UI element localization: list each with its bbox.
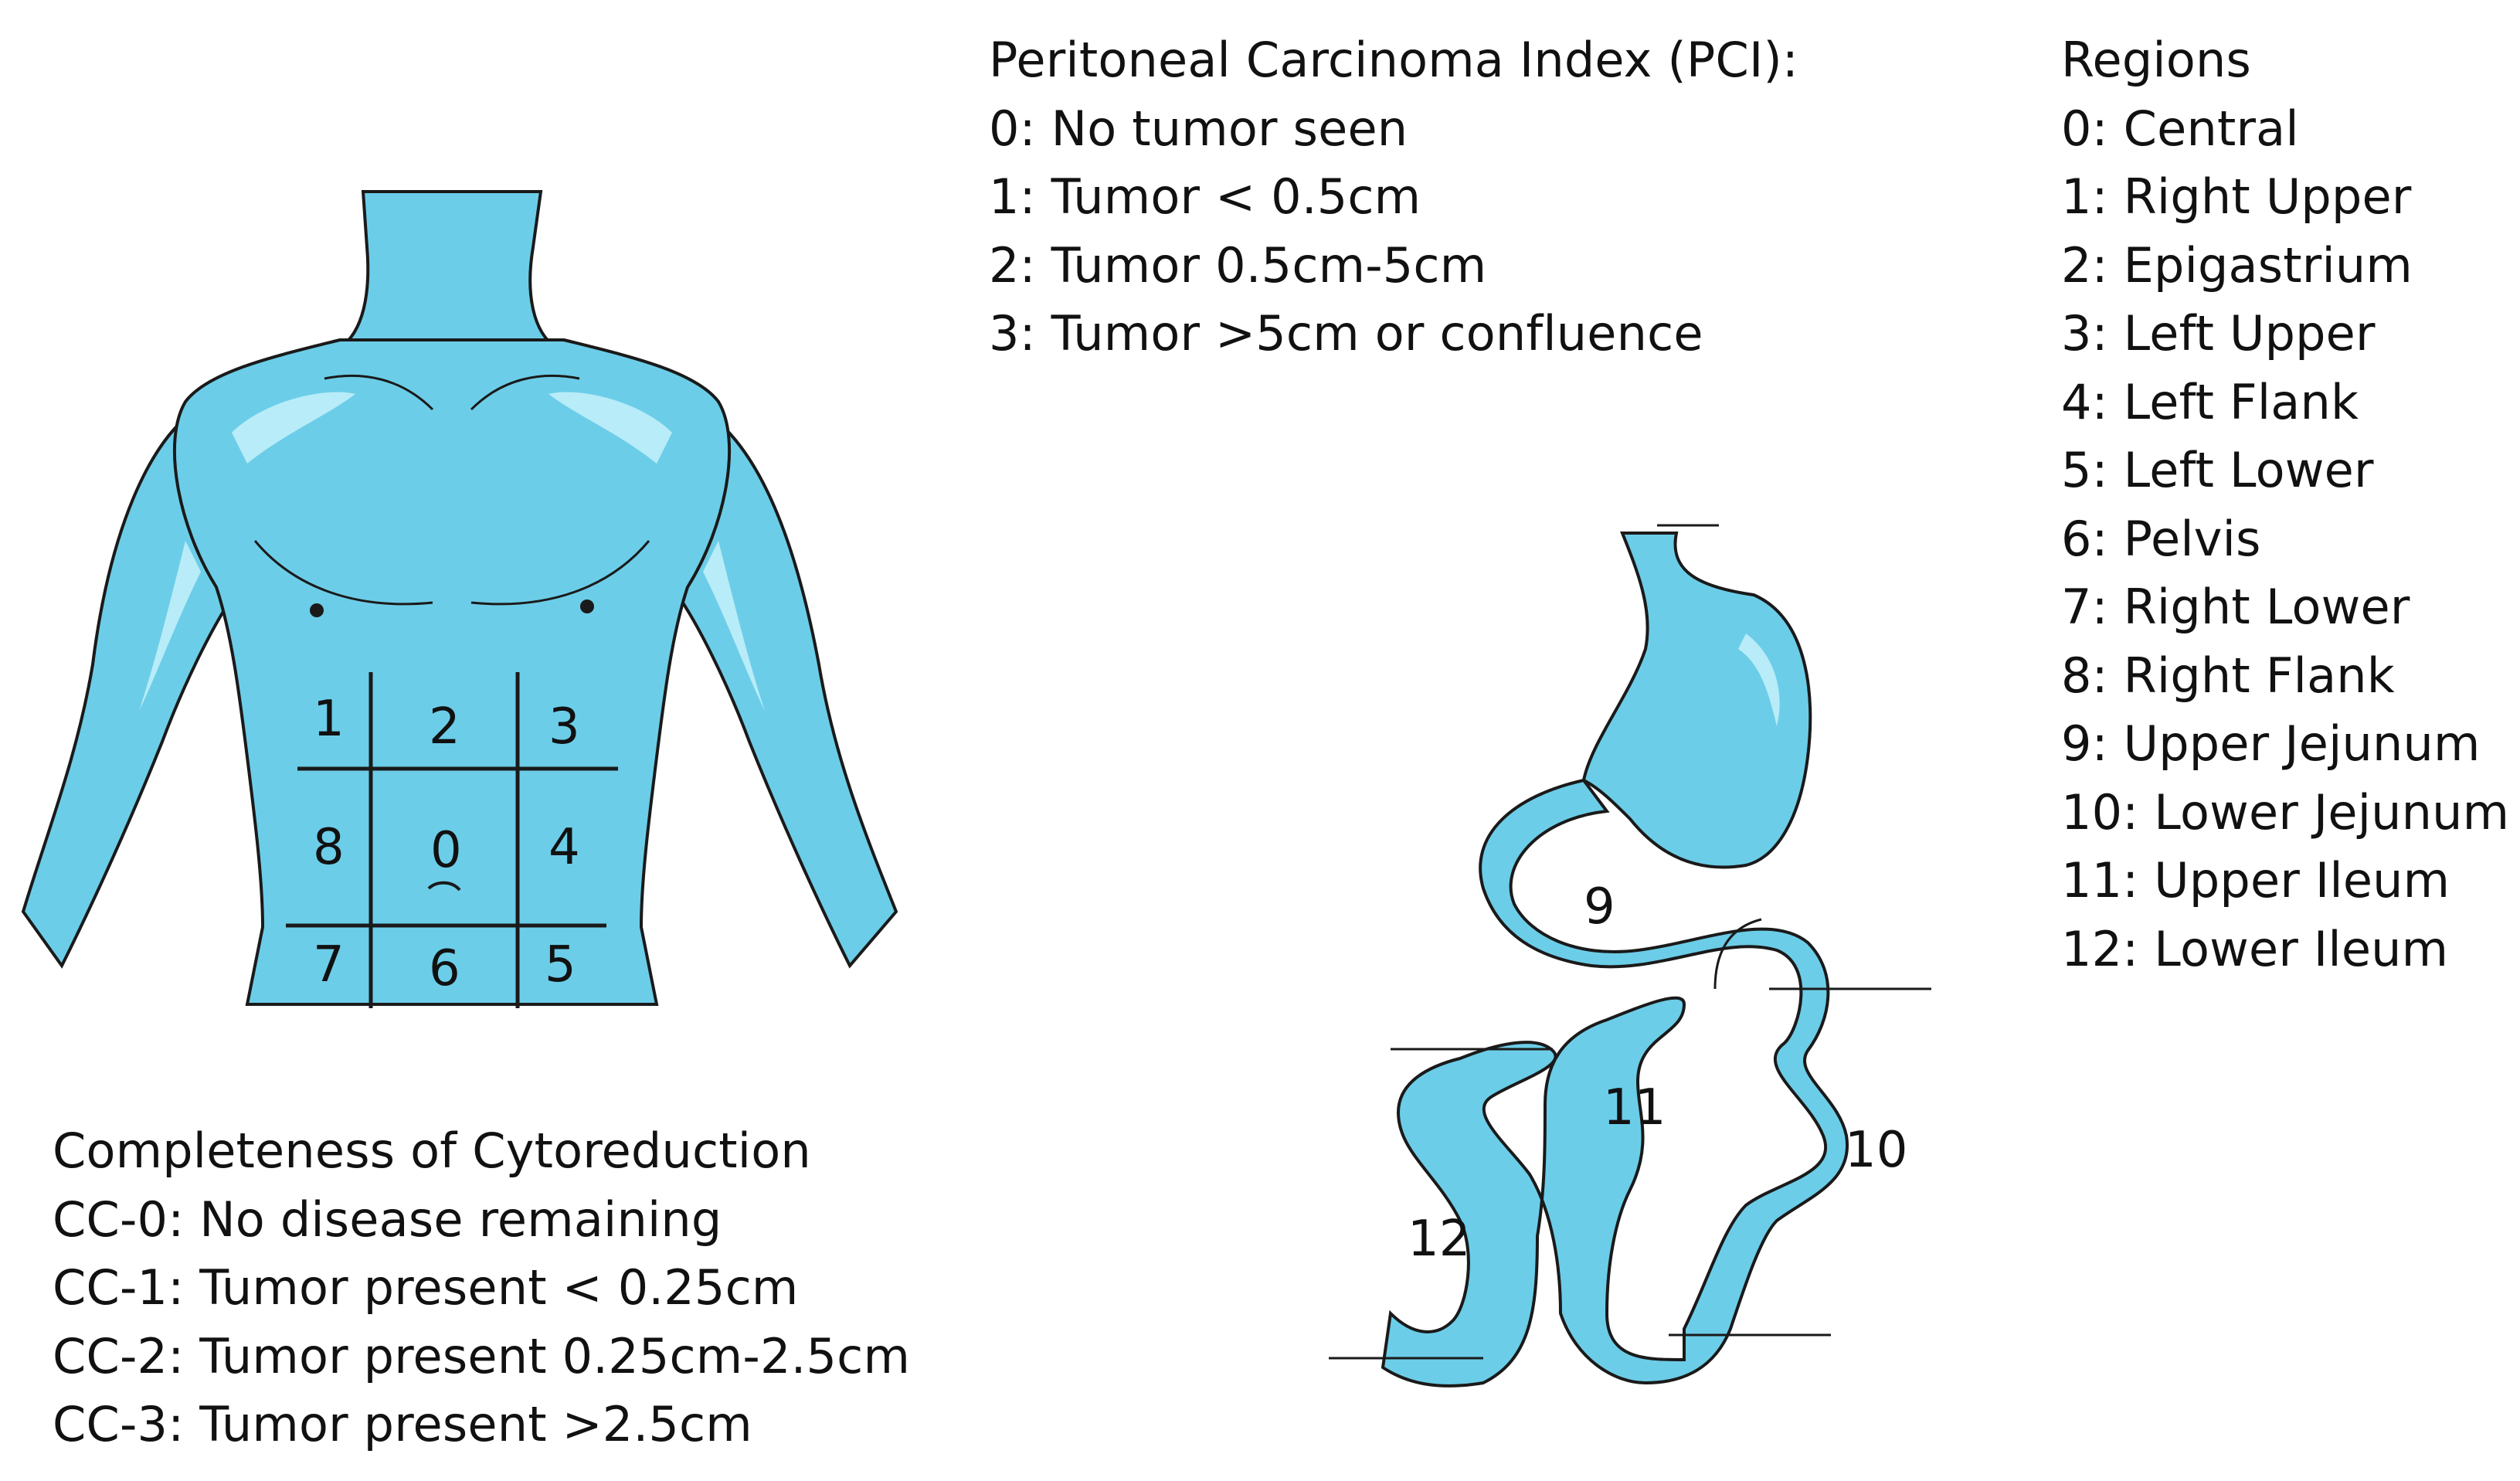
region-label-9: 9 xyxy=(1584,878,1615,936)
cytoreduction-legend: Completeness of Cytoreduction CC-0: No d… xyxy=(53,1117,910,1459)
pectoral-right xyxy=(470,540,650,606)
region-label-6: 6 xyxy=(429,940,460,997)
region-label-11: 11 xyxy=(1603,1079,1666,1136)
pci-item: 0: No tumor seen xyxy=(989,100,1408,157)
region-item: 6: Pelvis xyxy=(2061,510,2261,567)
region-item: 2: Epigastrium xyxy=(2061,236,2413,294)
region-label-0: 0 xyxy=(430,822,462,879)
region-label-7: 7 xyxy=(313,936,345,994)
cc-item: CC-1: Tumor present < 0.25cm xyxy=(53,1259,799,1316)
chest-highlight-left xyxy=(232,392,355,464)
region-item: 11: Upper Ileum xyxy=(2061,852,2450,909)
pci-legend: Peritoneal Carcinoma Index (PCI): 0: No … xyxy=(989,26,1798,369)
region-label-5: 5 xyxy=(545,936,576,994)
pci-item: 3: Tumor >5cm or confluence xyxy=(989,305,1703,362)
region-label-10: 10 xyxy=(1845,1122,1907,1179)
nipple-right xyxy=(580,600,594,613)
region-item: 8: Right Flank xyxy=(2061,647,2395,704)
small-intestine xyxy=(1381,778,1849,1388)
pci-item: 1: Tumor < 0.5cm xyxy=(989,168,1421,225)
region-item: 9: Upper Jejunum xyxy=(2061,715,2481,772)
nipple-left xyxy=(310,603,324,617)
torso xyxy=(172,338,732,1006)
pci-title: Peritoneal Carcinoma Index (PCI): xyxy=(989,32,1798,88)
clavicle-left xyxy=(324,374,434,411)
arm-highlight-left xyxy=(139,541,201,711)
region-item: 12: Lower Ileum xyxy=(2061,920,2449,977)
cc-item: CC-0: No disease remaining xyxy=(53,1191,722,1248)
cc-item: CC-3: Tumor present >2.5cm xyxy=(53,1396,752,1452)
region-item: 10: Lower Jejunum xyxy=(2061,783,2510,841)
region-item: 7: Right Lower xyxy=(2061,579,2410,635)
bowel-figure: 9 10 11 12 xyxy=(1329,524,1931,1388)
navel xyxy=(427,881,461,892)
region-item: 4: Left Flank xyxy=(2061,373,2359,430)
neck xyxy=(335,190,562,349)
region-item: 5: Left Lower xyxy=(2061,442,2374,498)
left-arm xyxy=(670,399,898,969)
region-label-2: 2 xyxy=(429,698,460,756)
abdomen-region-grid xyxy=(286,672,618,1008)
arm-highlight-right xyxy=(703,541,765,711)
region-item: 3: Left Upper xyxy=(2061,305,2376,362)
regions-title: Regions xyxy=(2061,32,2251,88)
region-label-12: 12 xyxy=(1408,1211,1470,1268)
chest-highlight-right xyxy=(548,392,672,464)
pci-item: 2: Tumor 0.5cm-5cm xyxy=(989,236,1487,294)
stomach-highlight xyxy=(1738,634,1780,726)
bowel-divider-lines xyxy=(1329,524,1931,1360)
region-item: 0: Central xyxy=(2061,100,2299,157)
region-item: 1: Right Upper xyxy=(2061,168,2412,225)
region-label-1: 1 xyxy=(313,691,345,748)
region-label-4: 4 xyxy=(548,819,580,876)
region-label-8: 8 xyxy=(313,819,345,876)
pectoral-left xyxy=(253,540,433,606)
regions-legend: Regions 0: Central 1: Right Upper 2: Epi… xyxy=(2061,26,2509,983)
cc-title: Completeness of Cytoreduction xyxy=(53,1123,811,1179)
clavicle-right xyxy=(470,374,580,411)
cc-item: CC-2: Tumor present 0.25cm-2.5cm xyxy=(53,1327,911,1384)
stomach xyxy=(1581,532,1812,869)
torso-figure: 1 2 3 8 0 4 7 6 5 xyxy=(21,190,898,1008)
region-label-3: 3 xyxy=(548,698,580,756)
